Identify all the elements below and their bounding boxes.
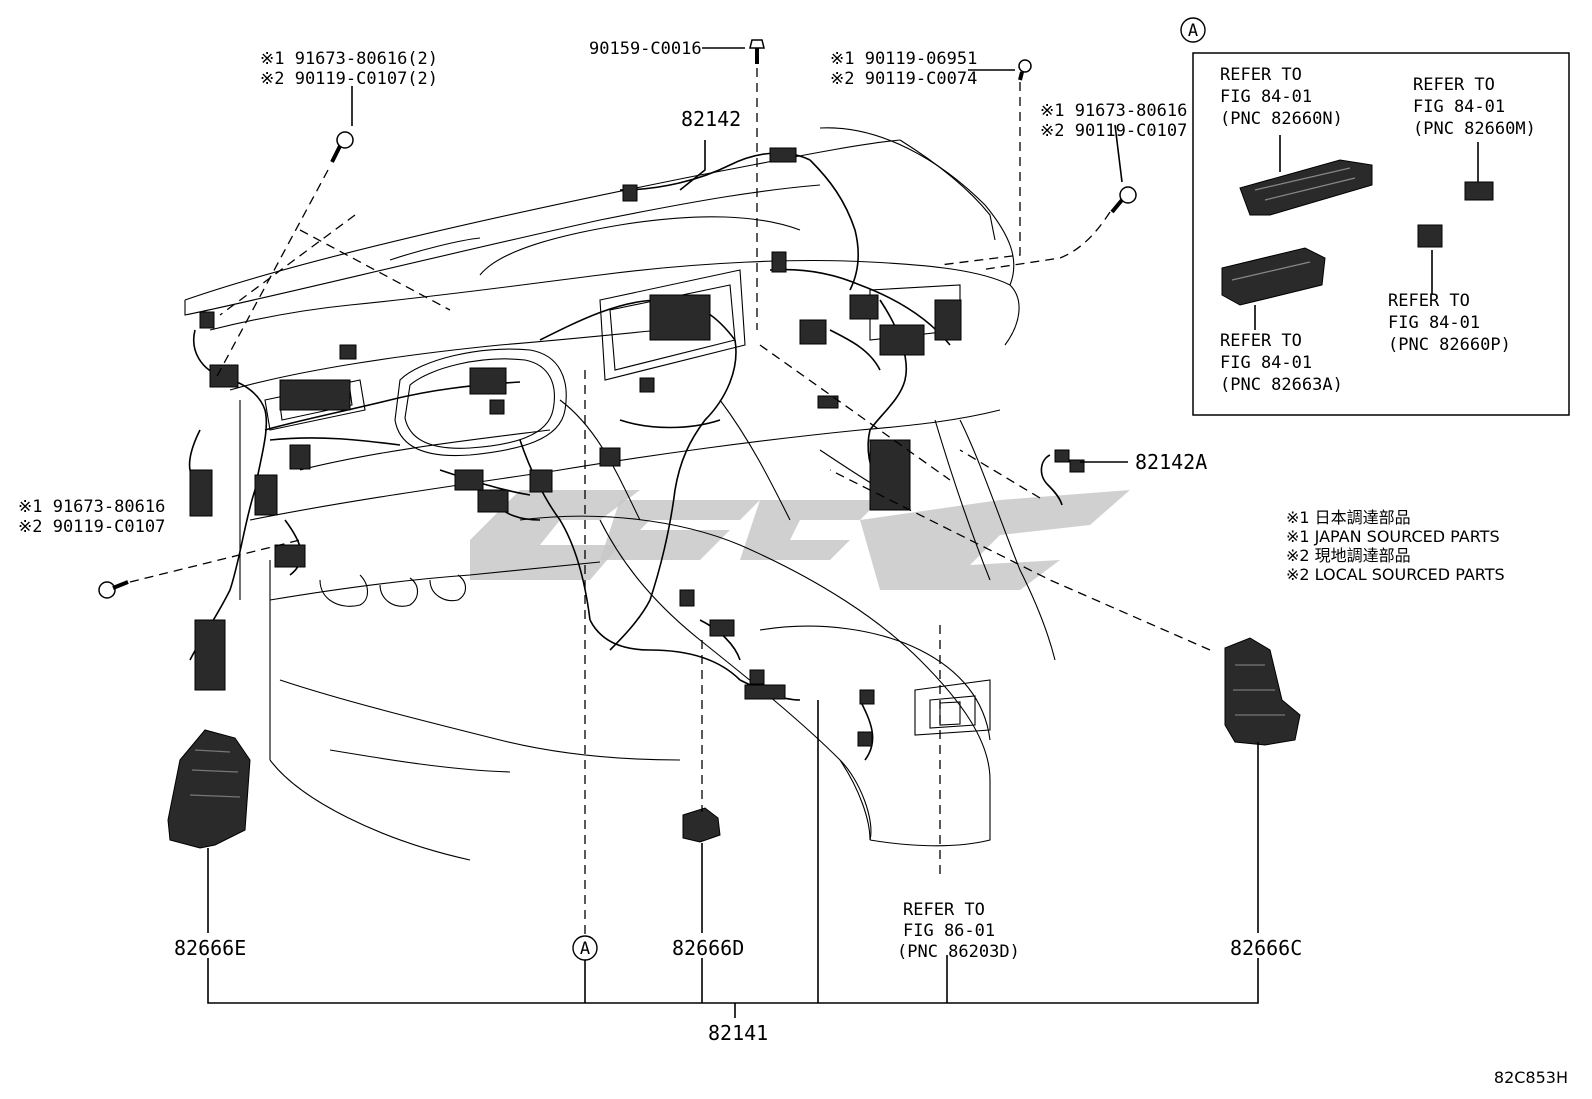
inset-ref1-line1: REFER TO (1220, 65, 1302, 85)
inset-ref3-line3: (PNC 82660P) (1388, 335, 1511, 355)
switch-82660M-icon (1464, 181, 1494, 201)
inset-a-marker: A (1180, 17, 1206, 43)
part-label-82142A: 82142A (1135, 450, 1207, 474)
bolt-icon (1110, 186, 1137, 214)
inset-ref2-line2: FIG 84-01 (1413, 97, 1505, 117)
part-82142A-body (1040, 449, 1085, 506)
svg-text:A: A (1188, 21, 1198, 41)
switch-82660P-icon (1417, 224, 1443, 248)
fastener-left-line2: ※2 90119-C0107 (18, 517, 165, 537)
inset-ref4-line3: (PNC 82663A) (1220, 375, 1343, 395)
legend-line-1: ※1 日本調達部品 (1286, 508, 1411, 527)
fastener-top-right-b-line1: ※1 91673-80616 (1040, 101, 1187, 121)
fastener-top-center: 90159-C0016 (589, 39, 702, 59)
fastener-left-line1: ※1 91673-80616 (18, 497, 165, 517)
part-label-82666C: 82666C (1230, 936, 1302, 960)
bolt-icon (98, 580, 129, 599)
part-label-82142: 82142 (681, 107, 741, 131)
svg-text:FIG 86-01: FIG 86-01 (903, 921, 995, 941)
fastener-top-right-a-line1: ※1 90119-06951 (830, 49, 977, 69)
diagram-code: 82C853H (1494, 1068, 1568, 1087)
switch-82663A-icon (1221, 247, 1326, 306)
part-label-82141: 82141 (708, 1021, 768, 1045)
inset-ref2-line3: (PNC 82660M) (1413, 119, 1536, 139)
refer-fig86: REFER TO FIG 86-01 (PNC 86203D) (897, 900, 1020, 962)
dashed-guide-lines (129, 68, 1211, 940)
dashboard-outline (184, 127, 1056, 861)
switch-82660N-icon (1239, 159, 1373, 216)
inset-ref4-line2: FIG 84-01 (1220, 353, 1312, 373)
fastener-top-right-a-line2: ※2 90119-C0074 (830, 69, 977, 89)
inset-box-a: REFER TO FIG 84-01 (PNC 82660N) REFER TO… (1192, 52, 1570, 416)
inset-ref1-line2: FIG 84-01 (1220, 87, 1312, 107)
part-labels: 82142 82142A 82666E 82666D 82666C 82141 (174, 107, 1302, 1045)
legend: ※1 日本調達部品 ※1 JAPAN SOURCED PARTS ※2 現地調達… (1286, 508, 1505, 584)
part-82666C-body (1224, 637, 1301, 746)
part-82666E-body (167, 729, 251, 849)
part-label-82666E: 82666E (174, 936, 246, 960)
bolt-icon (1018, 59, 1032, 81)
inset-ref3-line1: REFER TO (1388, 291, 1470, 311)
fastener-top-right-b-line2: ※2 90119-C0107 (1040, 121, 1187, 141)
legend-line-2: ※1 JAPAN SOURCED PARTS (1286, 527, 1500, 546)
fastener-top-left-line1: ※1 91673-80616(2) (260, 49, 438, 69)
inset-ref4-line1: REFER TO (1220, 331, 1302, 351)
legend-line-4: ※2 LOCAL SOURCED PARTS (1286, 565, 1505, 584)
svg-text:(PNC 86203D): (PNC 86203D) (897, 942, 1020, 962)
fastener-top-left-line2: ※2 90119-C0107(2) (260, 69, 438, 89)
inset-ref2-line1: REFER TO (1413, 75, 1495, 95)
inset-ref1-line3: (PNC 82660N) (1220, 109, 1343, 129)
part-label-82666D: 82666D (672, 936, 744, 960)
fastener-icons (98, 39, 1137, 599)
bolt-icon (749, 39, 765, 64)
part-82666D-body (682, 807, 721, 843)
fastener-labels: ※1 91673-80616(2) ※2 90119-C0107(2) 9015… (18, 39, 1187, 537)
legend-line-3: ※2 現地調達部品 (1286, 546, 1411, 565)
svg-text:REFER TO: REFER TO (903, 900, 985, 920)
watermark-logo (470, 490, 1130, 590)
inset-ref3-line2: FIG 84-01 (1388, 313, 1480, 333)
leader-lines (207, 47, 1259, 1018)
harness-connectors (189, 147, 962, 747)
bolt-icon (330, 131, 354, 163)
svg-text:A: A (580, 939, 590, 959)
callout-a-marker: A (572, 935, 598, 961)
